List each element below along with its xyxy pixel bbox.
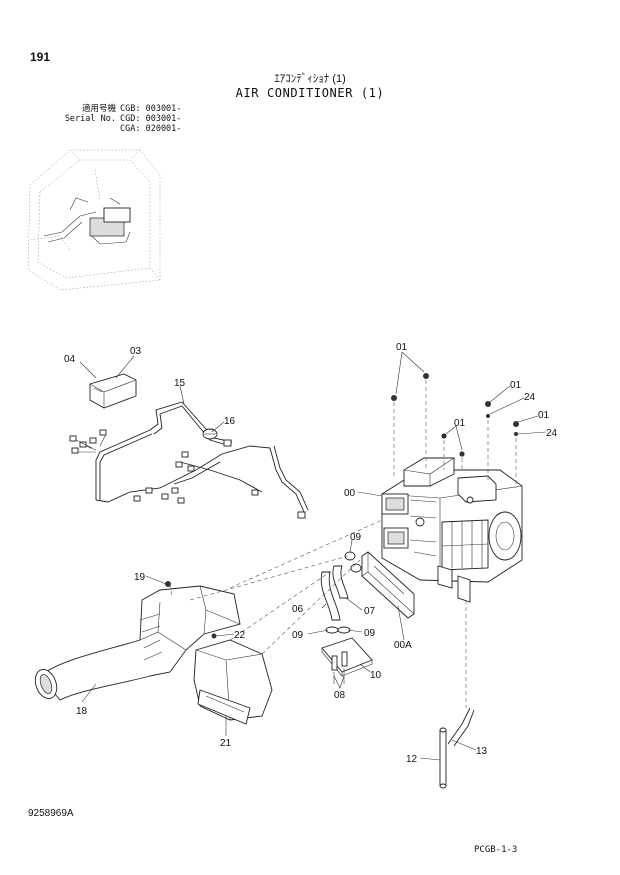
callout-24: 24 — [546, 428, 558, 439]
callout-12: 12 — [406, 754, 418, 765]
part-03-panel — [89, 373, 137, 409]
callout-01: 01 — [396, 342, 408, 353]
part-19-bolt — [165, 581, 171, 587]
serial-number-block: 適用号機 CGB: 003001- Serial No. CGD: 003001… — [50, 104, 182, 134]
part-00A-filter — [361, 551, 415, 619]
callout-22: 22 — [234, 630, 246, 641]
callout-19: 19 — [134, 572, 146, 583]
part-10-bracket — [321, 637, 373, 684]
callout-labels: 04 03 15 16 01 01 24 01 24 01 00 09 00A … — [64, 342, 558, 765]
callout-00A: 00A — [394, 640, 412, 651]
leader-lines — [79, 351, 547, 761]
callout-01: 01 — [538, 410, 550, 421]
serial-code: CGA: 020001- — [120, 124, 182, 134]
callout-21: 21 — [220, 738, 232, 749]
serial-row: Serial No. CGD: 003001- — [50, 114, 182, 124]
callout-16: 16 — [224, 416, 236, 427]
page-number: 191 — [30, 50, 51, 64]
callout-13: 13 — [476, 746, 488, 757]
serial-label: 適用号機 — [81, 104, 116, 114]
serial-code: CGD: 003001- — [120, 114, 182, 124]
callout-09: 09 — [292, 630, 304, 641]
callout-07: 07 — [364, 606, 376, 617]
callout-00: 00 — [344, 488, 356, 499]
callout-10: 10 — [370, 670, 382, 681]
callout-09: 09 — [350, 532, 362, 543]
part-06-07-hoses — [320, 551, 362, 634]
part-18-air-duct — [34, 585, 241, 701]
callout-18: 18 — [76, 706, 88, 717]
cab-location-thumbnail — [27, 149, 161, 291]
document-number: 9258969A — [28, 808, 74, 819]
fasteners-01-24 — [391, 373, 519, 488]
part-16-clamp — [202, 428, 218, 440]
callout-06: 06 — [292, 604, 304, 615]
callout-09: 09 — [364, 628, 376, 639]
callout-01: 01 — [454, 418, 466, 429]
assembly-lines — [169, 519, 383, 655]
callout-04: 04 — [64, 354, 76, 365]
serial-code: CGB: 003001- — [120, 104, 182, 114]
callout-24: 24 — [524, 392, 536, 403]
callout-01: 01 — [510, 380, 522, 391]
callout-03: 03 — [130, 346, 142, 357]
serial-label: Serial No. — [64, 114, 116, 124]
part-00-air-conditioner-unit — [381, 457, 523, 603]
serial-row: CGA: 020001- — [50, 124, 181, 134]
page-code: PCGB-1-3 — [474, 845, 518, 855]
part-12-13-drain-hoses — [439, 600, 475, 789]
part-15-wire-harness — [69, 401, 309, 519]
title-english: AIR CONDITIONER (1) — [235, 86, 385, 100]
serial-row: 適用号機 CGB: 003001- — [50, 104, 181, 114]
callout-08: 08 — [334, 690, 346, 701]
callout-15: 15 — [174, 378, 186, 389]
title-japanese: ｴｱｺﾝﾃﾞｨｼｮﾅ (1) — [274, 73, 346, 85]
part-21-duct — [193, 633, 273, 725]
